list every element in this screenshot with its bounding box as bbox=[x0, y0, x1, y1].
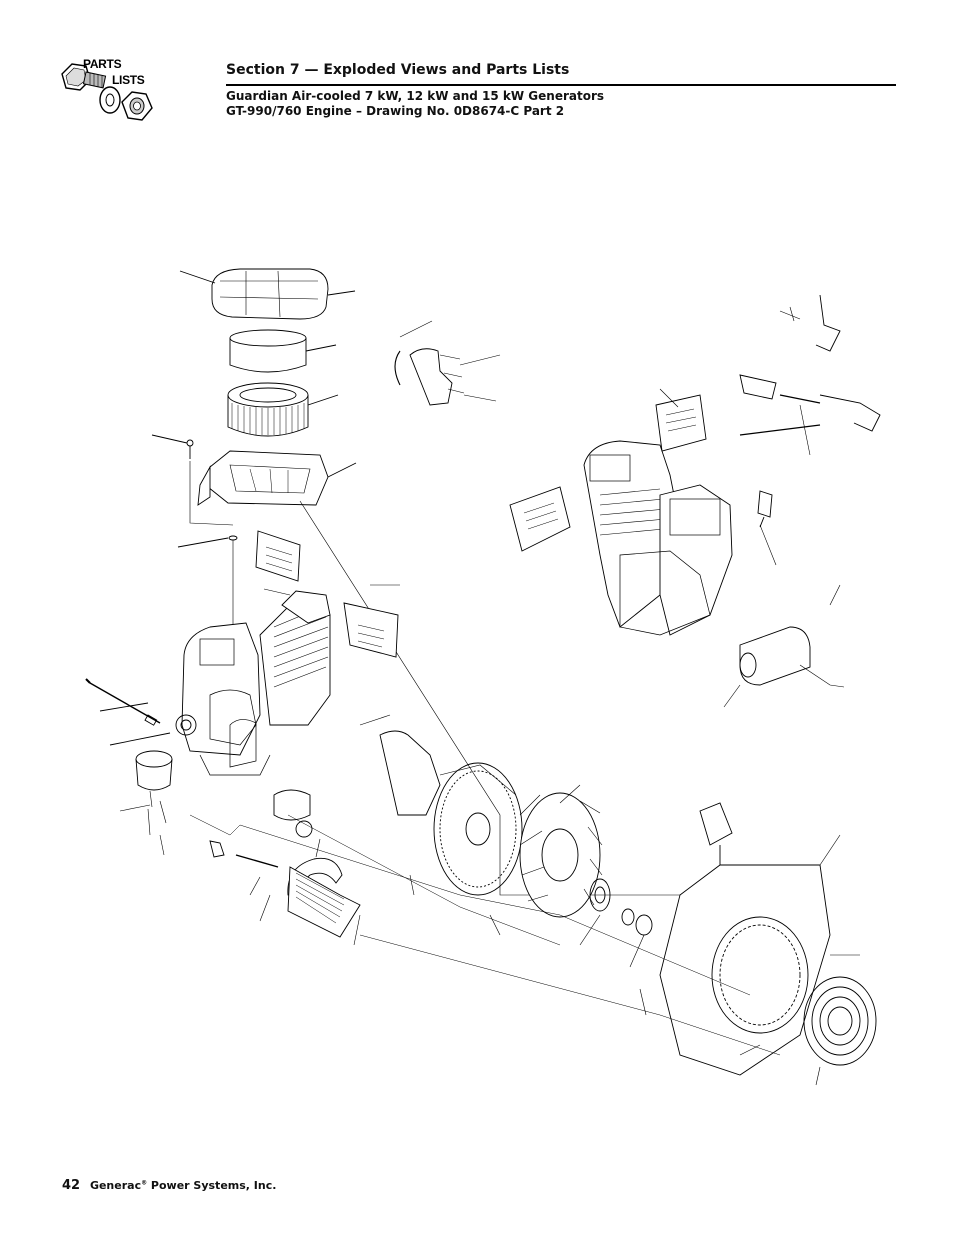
exploded-view-drawing bbox=[85, 268, 881, 1086]
oil-filter bbox=[109, 732, 173, 836]
air-filter-element bbox=[227, 382, 339, 437]
engine-left bbox=[175, 590, 331, 776]
cooling-fan bbox=[519, 792, 603, 918]
dipstick bbox=[85, 678, 161, 726]
page-footer: 42 Generac® Power Systems, Inc. bbox=[62, 1178, 276, 1193]
spark-plug bbox=[757, 490, 773, 528]
fan-hardware bbox=[589, 878, 653, 936]
parts-lists-logo-icon bbox=[61, 63, 153, 121]
fan-guard bbox=[803, 976, 877, 1066]
blower-housing bbox=[659, 802, 831, 1076]
flywheel bbox=[433, 762, 523, 896]
generator-subtitle: Guardian Air-cooled 7 kW, 12 kW and 15 k… bbox=[226, 89, 605, 103]
air-cleaner-base bbox=[151, 434, 357, 548]
pre-cleaner bbox=[229, 329, 337, 373]
footer-company: Generac bbox=[89, 1179, 142, 1192]
section-title: Section 7 — Exploded Views and Parts Lis… bbox=[226, 62, 570, 78]
throttle-linkage bbox=[739, 294, 881, 436]
header-rule bbox=[226, 84, 896, 86]
choke-bracket bbox=[394, 348, 465, 406]
engine-right bbox=[583, 440, 733, 636]
air-cleaner-cover bbox=[179, 268, 356, 320]
registered-mark: ® bbox=[141, 1179, 148, 1187]
heat-shield-left bbox=[255, 530, 399, 658]
page-number: 42 bbox=[62, 1178, 81, 1193]
starter-motor bbox=[739, 626, 845, 688]
drawing-subtitle: GT-990/760 Engine – Drawing No. 0D8674-C… bbox=[226, 104, 565, 118]
logo-lists-label: LISTS bbox=[112, 73, 145, 87]
callout-leaders bbox=[119, 320, 860, 1086]
footer-company-rest: Power Systems, Inc. bbox=[147, 1179, 277, 1192]
logo-parts-label: PARTS bbox=[83, 57, 122, 71]
exhaust-parts bbox=[209, 730, 441, 938]
heat-shield-right bbox=[509, 394, 707, 552]
